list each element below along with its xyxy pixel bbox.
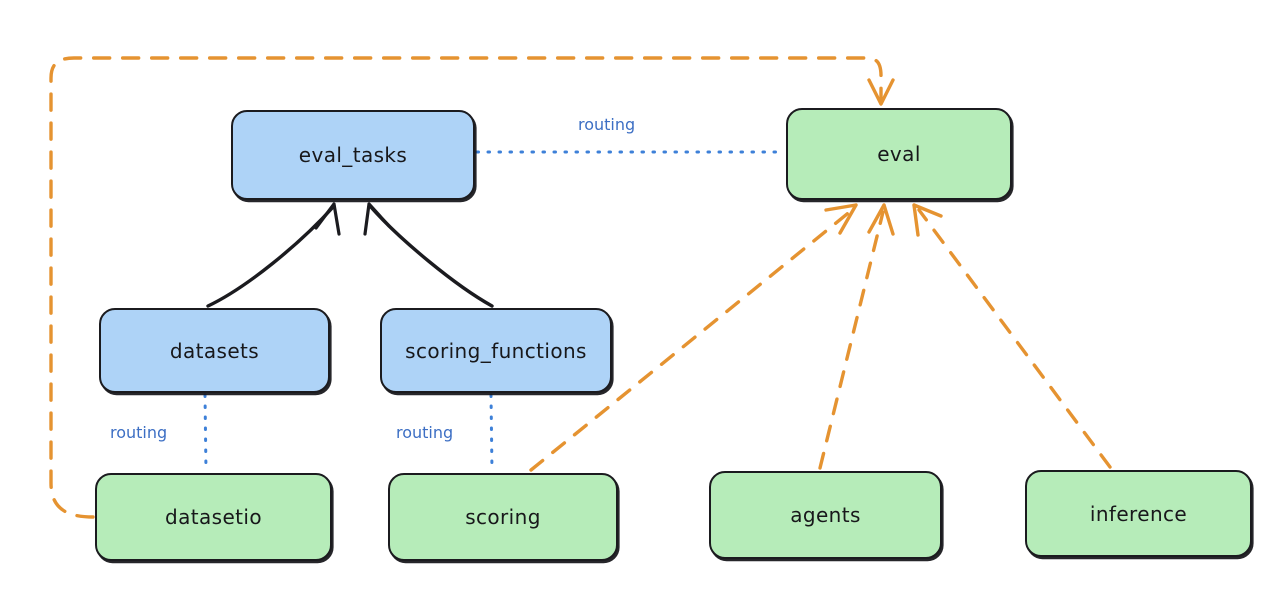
node-datasets[interactable]: datasets [99,308,330,393]
edge-agents-eval [818,203,895,470]
edge-label-routing-scoring: routing [396,423,454,442]
node-label: eval [877,142,921,166]
node-label: datasetio [164,505,262,529]
node-label: inference [1089,501,1188,526]
node-label: datasets [169,338,260,363]
node-datasetio[interactable]: datasetio [95,473,332,561]
node-label: agents [790,503,861,527]
node-label: scoring [465,505,541,529]
node-agents[interactable]: agents [709,471,942,559]
edge-scoring_functions-eval_tasks [363,202,494,308]
node-scoring-functions[interactable]: scoring_functions [380,308,612,393]
edge-label-routing-datasetio: routing [110,423,168,442]
node-inference[interactable]: inference [1025,470,1252,557]
edge-datasets-datasetio [203,393,208,473]
node-scoring[interactable]: scoring [388,473,618,561]
node-eval[interactable]: eval [786,108,1012,200]
edge-label-routing-eval: routing [578,115,636,134]
node-eval-tasks[interactable]: eval_tasks [231,110,475,200]
edge-datasets-eval_tasks [206,202,341,308]
edge-scoring_functions-scoring [489,393,494,473]
edge-inference-eval [912,203,1112,469]
node-label: scoring_functions [405,338,587,363]
node-label: eval_tasks [298,143,408,167]
